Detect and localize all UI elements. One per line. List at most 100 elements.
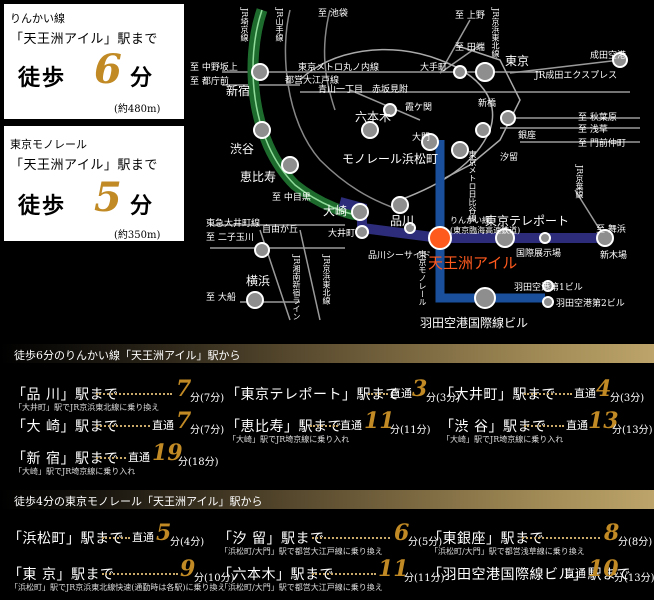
station-hamamatsucho [451, 141, 469, 159]
dest-note: 「大崎」駅でJR埼京線に乗り入れ [442, 435, 564, 444]
dest-name: 「新 宿」駅まで [12, 451, 119, 467]
walk-card-unit: 分 [130, 193, 153, 219]
station-shinjuku [251, 63, 269, 81]
station-daimon [421, 133, 439, 151]
label-haneda1: 羽田空港第1ビル [514, 283, 583, 293]
label-narita-express: JR成田エクスプレス [535, 71, 618, 81]
dest-name: 「汐 留」駅まで [218, 531, 325, 547]
label-shinagawa: 品川 [390, 214, 415, 228]
station-shinkiba [596, 229, 614, 247]
label-futako: 至 二子玉川 [206, 233, 254, 243]
station-tennozu [428, 226, 452, 250]
station-yokohama [246, 291, 264, 309]
walk-card-distance: (約350m) [114, 230, 161, 241]
label-maihama: 至 舞浜 [596, 225, 626, 235]
walk-card-rinkai: りんかい線 「天王洲アイル」駅まで 徒歩 6 分 (約480m) [4, 4, 184, 119]
label-nakameguro: 至 中目黒 [272, 193, 311, 203]
dest-minutes: 11 [364, 408, 395, 434]
line-keiyo [574, 189, 601, 231]
dest-note: 「浜松町/大門」駅で都営大江戸線に乗り換え [220, 547, 383, 556]
dest-direct: 直通 [566, 419, 588, 432]
label-oedo: 都営大江戸線 [285, 76, 340, 86]
dest-leader [96, 457, 126, 459]
dest-note: 「大崎」駅でJR埼京線に乗り入れ [14, 467, 136, 476]
line-chuo [323, 9, 336, 111]
label-shinkiba: 新木場 [600, 251, 628, 261]
station-oimachi [355, 225, 369, 239]
line-ueno [439, 19, 471, 74]
dest-name: 「東 京」駅まで [8, 567, 115, 583]
label-jiyugaoka: 自由が丘 [262, 225, 299, 235]
dest-minutes: 3 [412, 376, 428, 402]
line-monorail [435, 140, 545, 303]
dest-direct: 直通 [152, 419, 174, 432]
station-ginza [500, 110, 516, 126]
label-monorail: 東京モノレール [418, 250, 427, 306]
dest-name: 「大 崎」駅まで [12, 419, 119, 435]
label-hamamatsucho-note: 東京メトロ日比谷線 [468, 150, 477, 222]
dest-note: 「浜松町/大門」駅で都営大江戸線に乗り換え [220, 583, 383, 592]
dest-direct: 直通 [390, 387, 412, 400]
walk-card-station: 「天王洲アイル」駅まで [10, 32, 158, 47]
dest-leader [102, 573, 178, 575]
dest-leader [96, 393, 172, 395]
walk-card-station: 「天王洲アイル」駅まで [10, 158, 158, 173]
dest-name: 「恵比寿」駅まで [226, 419, 342, 435]
station-ebisu [281, 156, 299, 174]
line-saikyo-edge [252, 9, 361, 216]
label-shonan: JR湘南新宿ライン [292, 255, 301, 321]
station-yokohama-junction [254, 242, 270, 258]
dest-tail: 分(3分) [426, 393, 461, 404]
line-tokaido-b [299, 229, 321, 321]
dest-tail: 分(11分) [390, 425, 431, 436]
label-shiodome: 汐留 [500, 153, 519, 163]
walk-card-walk: 徒歩 [18, 193, 67, 219]
label-tabata: 至 田端 [455, 43, 485, 53]
line-yamanote-west [284, 9, 401, 211]
station-roppongi [361, 121, 379, 139]
label-ginza: 銀座 [518, 131, 537, 141]
label-kasumigaseki: 霞ケ関 [405, 103, 433, 113]
dest-leader [524, 393, 572, 395]
line-roppongi [349, 89, 421, 121]
dest-leader [312, 537, 390, 539]
dest-leader [614, 573, 616, 575]
label-tokyo-teleport: 東京テレポート [485, 214, 570, 228]
dest-leader [102, 537, 130, 539]
dest-leader [368, 393, 388, 395]
dest-tail: 分(11分) [404, 573, 445, 584]
dest-leader [310, 425, 338, 427]
walk-card-distance: (約480m) [114, 104, 161, 115]
walk-card-monorail: 東京モノレール 「天王洲アイル」駅まで 徒歩 5 分 (約350m) [4, 126, 184, 241]
dest-name: 「六本木」駅まで [218, 567, 334, 583]
dest-direct: 直通 [564, 567, 586, 580]
label-haneda2: 羽田空港第2ビル [556, 299, 625, 309]
label-haneda-intl: 羽田空港国際線ビル [420, 316, 529, 330]
label-otemachi: 大手町 [420, 63, 448, 73]
label-marunouchi: 東京メトロ丸ノ内線 [298, 63, 380, 73]
dest-tail: 分(7分) [190, 393, 225, 404]
dest-leader [312, 573, 376, 575]
station-tokyo-teleport [495, 228, 515, 248]
label-nakano: 至 中野坂上 [190, 63, 238, 73]
label-akihabara: 至 秋葉原 [578, 113, 617, 123]
label-tocho: 至 都庁前 [190, 77, 229, 87]
dest-name: 「渋 谷」駅まで [440, 419, 547, 435]
station-kokusai-tenjijo [539, 232, 551, 244]
section-title: 徒歩6分のりんかい線「天王洲アイル」駅から [14, 349, 241, 362]
station-osaki [351, 203, 369, 221]
dest-direct: 直通 [132, 531, 154, 544]
label-roppongi: 六本木 [355, 110, 392, 124]
section-title: 徒歩4分の東京モノレール「天王洲アイル」駅から [14, 495, 263, 508]
label-ikebukuro: 至 池袋 [318, 9, 348, 19]
dest-tail: 分(3分) [610, 393, 645, 404]
station-haneda2 [542, 296, 554, 308]
dest-minutes: 13 [588, 408, 619, 434]
station-shinagawa [391, 196, 409, 214]
label-yamanote: JR山手線 [275, 8, 284, 42]
dest-leader [524, 425, 564, 427]
station-shinbashi [475, 122, 491, 138]
dest-minutes: 11 [378, 556, 409, 582]
dest-name: 「大井町」駅まで [440, 387, 556, 403]
dest-minutes: 4 [596, 376, 612, 402]
